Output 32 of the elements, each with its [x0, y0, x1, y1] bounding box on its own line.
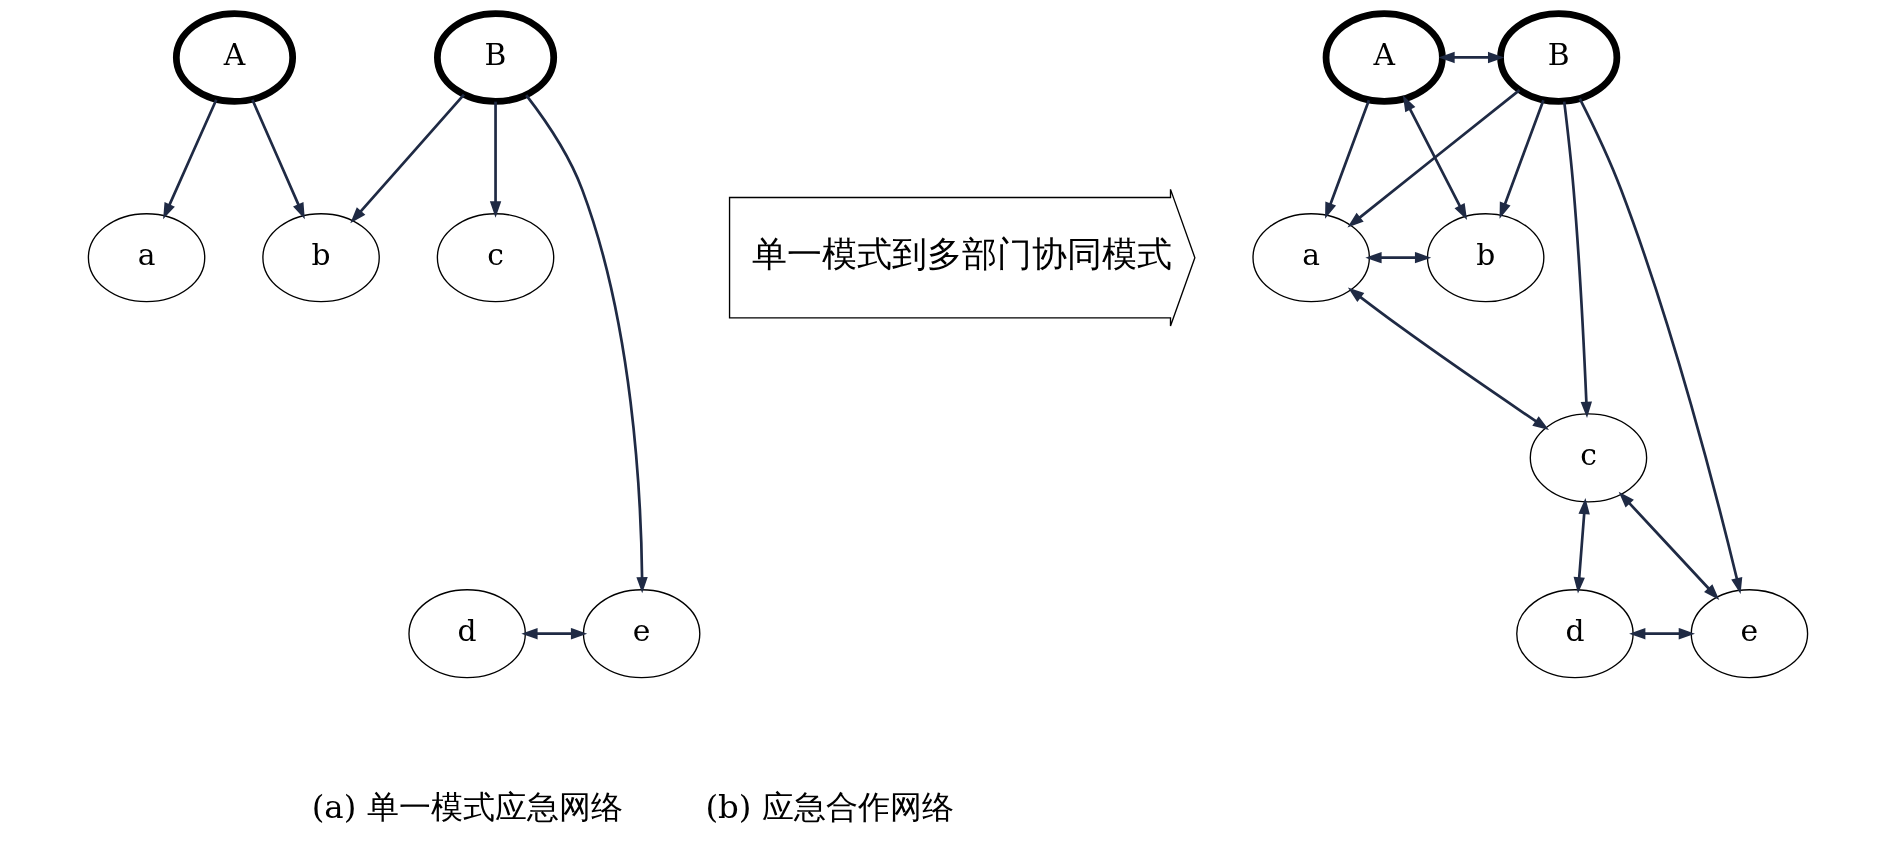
- arrow: [1347, 287, 1549, 431]
- arrow: [349, 93, 465, 224]
- arrow: [1618, 491, 1719, 600]
- node-ellipse: B: [1496, 10, 1620, 105]
- node-ellipse: d: [1515, 589, 1634, 679]
- node-ellipse: e: [1690, 589, 1808, 679]
- arrow: [1562, 101, 1592, 418]
- arrow: [1578, 98, 1742, 595]
- arrow: [1499, 99, 1545, 219]
- arrow: [1324, 99, 1370, 219]
- node-ellipse: c: [436, 213, 554, 303]
- arrow: [489, 101, 501, 218]
- arrow: [1573, 497, 1590, 594]
- node-ellipse: a: [87, 213, 205, 303]
- node-ellipse: b: [261, 213, 380, 303]
- arrow: [1437, 51, 1504, 64]
- arrow: [1346, 89, 1520, 228]
- arrow: [520, 628, 587, 640]
- node-ellipse: b: [1426, 213, 1544, 303]
- arrow: [1628, 628, 1695, 640]
- label: (b) 应急合作网络: [704, 787, 954, 826]
- arrow: [524, 94, 648, 594]
- arrow: [1364, 251, 1431, 264]
- node-ellipse: d: [407, 589, 526, 679]
- label: (a) 单一模式应急网络: [311, 787, 623, 826]
- node-ellipse: A: [172, 10, 296, 105]
- node-ellipse: A: [1322, 10, 1446, 105]
- node-ellipse: e: [582, 589, 700, 679]
- arrow: [162, 99, 217, 220]
- node-ellipse: B: [433, 10, 557, 105]
- arrow: [250, 99, 305, 220]
- arrow: [1402, 95, 1467, 221]
